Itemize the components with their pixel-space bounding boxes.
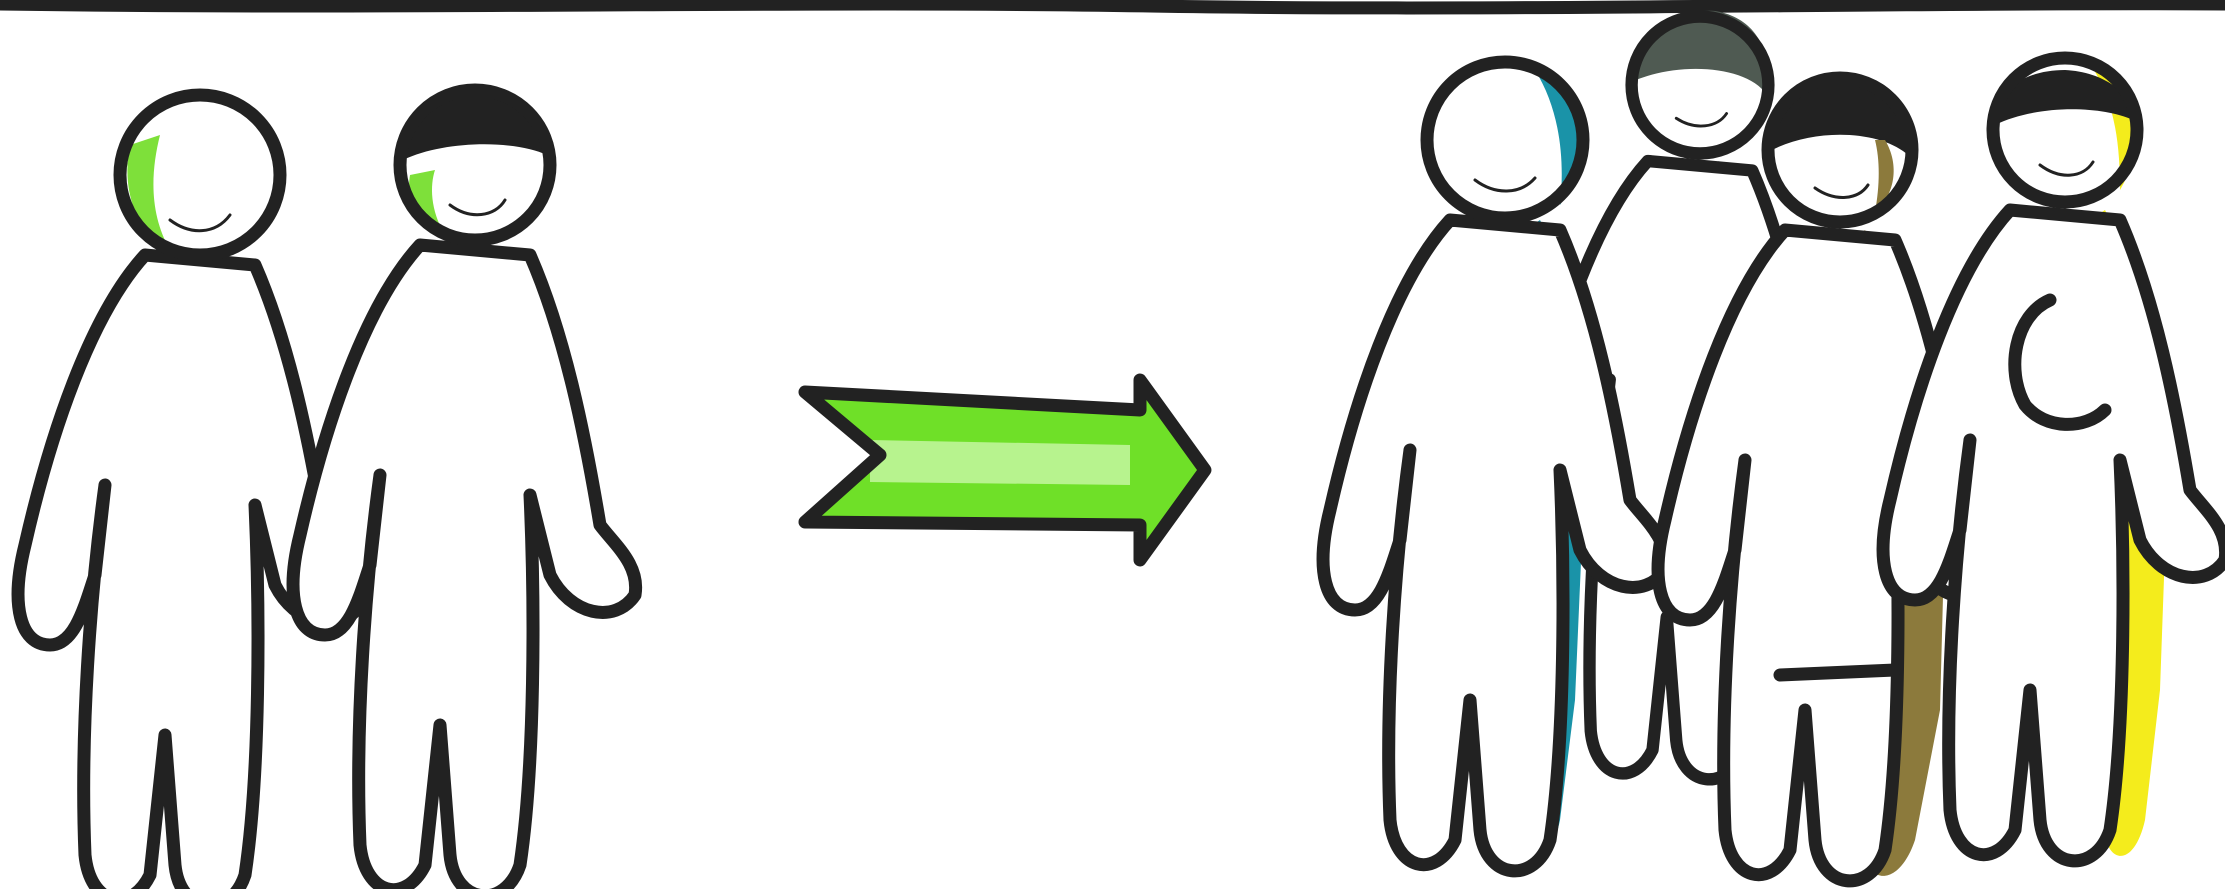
transition-arrow bbox=[805, 380, 1205, 560]
person-olive-knee-line bbox=[1780, 670, 1895, 675]
left-group bbox=[18, 84, 636, 889]
person-yellow-figure bbox=[1883, 58, 2225, 861]
right-group bbox=[1323, 11, 2225, 881]
arrow-highlight bbox=[870, 440, 1130, 485]
top-border-line bbox=[0, 4, 2225, 8]
person-2-figure bbox=[293, 84, 636, 889]
